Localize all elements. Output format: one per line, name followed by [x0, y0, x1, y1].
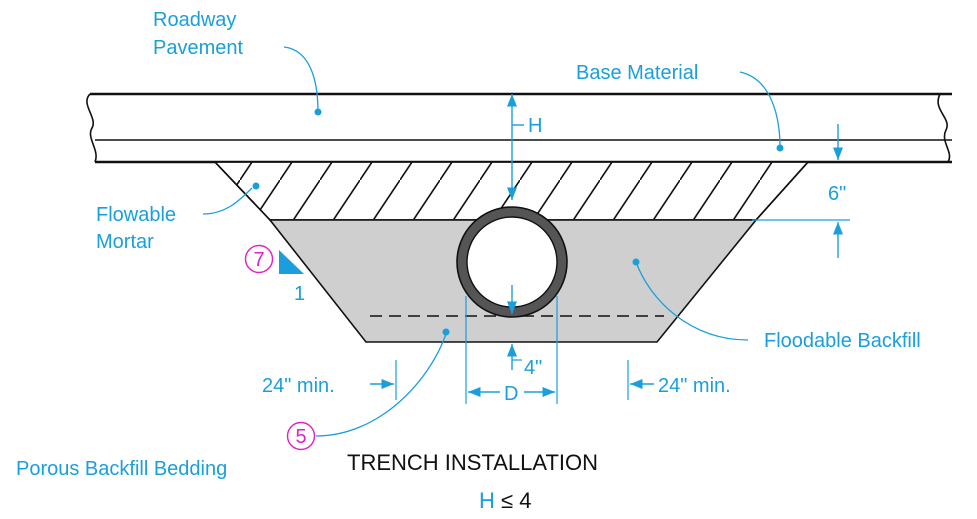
leader-dots	[252, 108, 784, 336]
base-material-label: Base Material	[576, 62, 698, 84]
flowable-mortar-label-line2: Mortar	[96, 231, 154, 253]
dimension-d-label: D	[504, 383, 518, 405]
porous-backfill-bedding-label: Porous Backfill Bedding	[16, 458, 227, 480]
dimension-h-label: H	[528, 115, 542, 137]
dimension-six-inch	[752, 124, 850, 258]
floodable-backfill-label: Floodable Backfill	[764, 330, 921, 352]
slope-triangle	[279, 250, 304, 274]
leader-lines	[202, 46, 781, 437]
dimension-six-inch-label: 6"	[828, 183, 846, 205]
dimension-right-clearance	[627, 360, 654, 400]
callout-bedding: 5	[286, 421, 316, 451]
condition-variable: H	[479, 488, 495, 513]
condition-text: H ≤ 4	[479, 488, 531, 513]
pavement-layer	[86, 92, 952, 164]
flowable-mortar-label-line1: Flowable	[96, 204, 176, 226]
roadway-pavement-label-line1: Roadway	[153, 9, 236, 31]
dimension-left-clearance-label: 24" min.	[262, 375, 335, 397]
dimension-h	[506, 94, 524, 200]
condition-expression: ≤ 4	[495, 488, 532, 513]
diagram-title: TRENCH INSTALLATION	[347, 450, 598, 475]
dimension-d	[465, 296, 558, 404]
roadway-pavement-label-line2: Pavement	[153, 37, 243, 59]
callout-slope-number: 7	[253, 249, 264, 271]
pipe	[456, 206, 568, 318]
dimension-four-inch-label: 4"	[524, 357, 542, 379]
dimension-right-clearance-label: 24" min.	[658, 375, 731, 397]
dimension-four-inch	[506, 285, 522, 370]
callout-slope: 7	[244, 244, 274, 274]
slope-run-label: 1	[294, 283, 305, 305]
dimension-left-clearance	[370, 360, 397, 400]
callout-bedding-number: 5	[295, 426, 306, 448]
